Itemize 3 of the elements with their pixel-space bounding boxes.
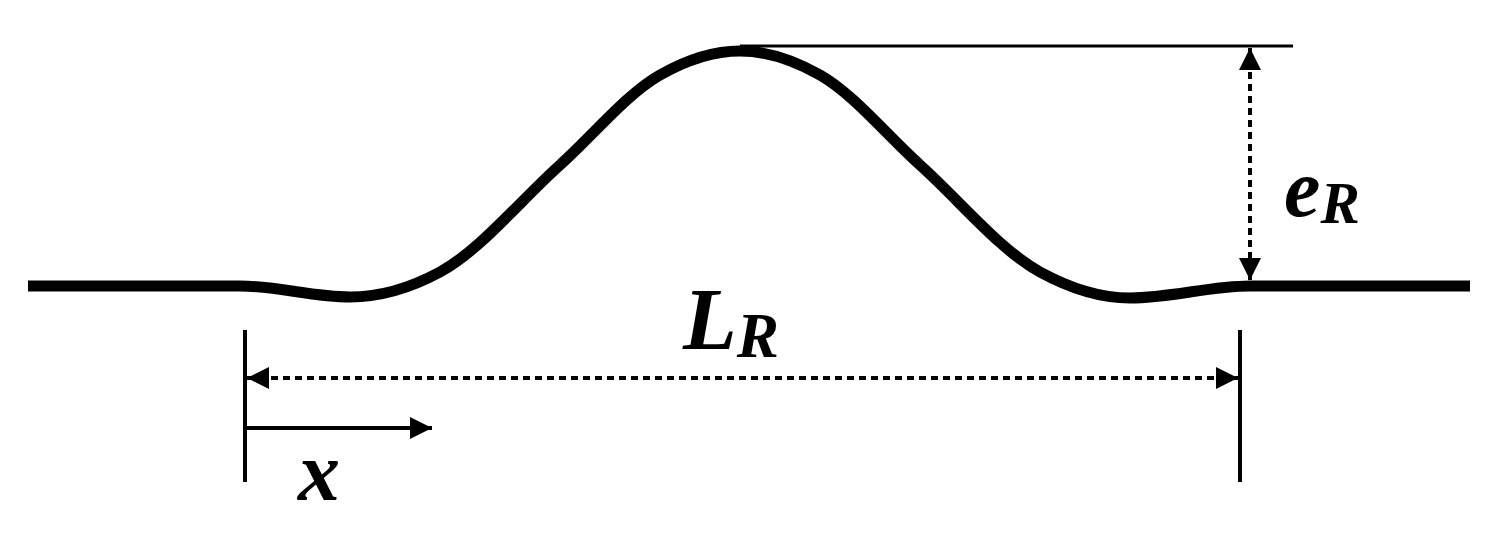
math-label: L$_{R}$ [683,276,780,364]
math-label: x [298,430,340,514]
math-label: e$_{R}$ [1284,148,1360,230]
